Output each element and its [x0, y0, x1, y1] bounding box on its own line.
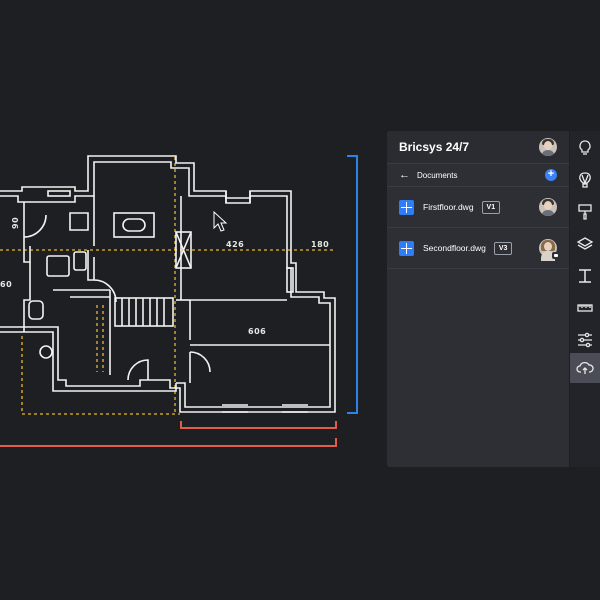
- dimension-label: 606: [248, 327, 266, 336]
- user-avatar[interactable]: [539, 138, 557, 156]
- right-toolbar: [570, 131, 600, 467]
- version-badge[interactable]: V1: [481, 200, 501, 214]
- layers-icon[interactable]: [570, 229, 600, 259]
- guide-lines: [0, 157, 336, 415]
- collaborator-avatar: [539, 198, 557, 216]
- panel-header: Bricsys 24/7: [387, 131, 569, 164]
- documents-nav: ← Documents +: [387, 164, 569, 186]
- documents-panel: Bricsys 24/7 ← Documents + Firstfloor.dw…: [387, 131, 569, 467]
- lightbulb-icon[interactable]: [570, 133, 600, 163]
- vertical-dimension-bracket: [347, 155, 358, 414]
- cloud-upload-icon[interactable]: [570, 353, 600, 383]
- document-row[interactable]: Firstfloor.dwg V1: [387, 186, 569, 228]
- lock-icon: [552, 252, 559, 259]
- floor-plan-walls: [0, 155, 336, 413]
- panel-title: Bricsys 24/7: [399, 140, 470, 154]
- mouse-cursor-icon: [213, 210, 228, 232]
- version-badge[interactable]: V3: [493, 241, 513, 255]
- ruler-icon[interactable]: [570, 293, 600, 323]
- document-row[interactable]: Secondfloor.dwg V3: [387, 228, 569, 269]
- collaborator-avatar: [539, 239, 559, 261]
- document-name: Secondfloor.dwg: [423, 243, 486, 253]
- dimension-label: 90: [11, 217, 20, 229]
- documents-nav-label: Documents: [417, 170, 458, 180]
- back-arrow-icon[interactable]: ←: [399, 169, 410, 181]
- add-document-button[interactable]: +: [545, 169, 557, 181]
- document-name: Firstfloor.dwg: [423, 202, 474, 212]
- horizontal-dimension-bracket-long: [0, 438, 337, 447]
- paint-roller-icon[interactable]: [570, 197, 600, 227]
- dimension-label: 60: [0, 280, 12, 289]
- dwg-file-icon: [399, 240, 414, 256]
- horizontal-dimension-bracket: [180, 421, 337, 429]
- dwg-file-icon: [399, 199, 414, 215]
- dimension-label: 426: [226, 240, 244, 249]
- i-beam-icon[interactable]: [570, 261, 600, 291]
- dimension-label: 180: [311, 240, 329, 249]
- sliders-icon[interactable]: [570, 325, 600, 355]
- hot-air-balloon-icon[interactable]: [570, 165, 600, 195]
